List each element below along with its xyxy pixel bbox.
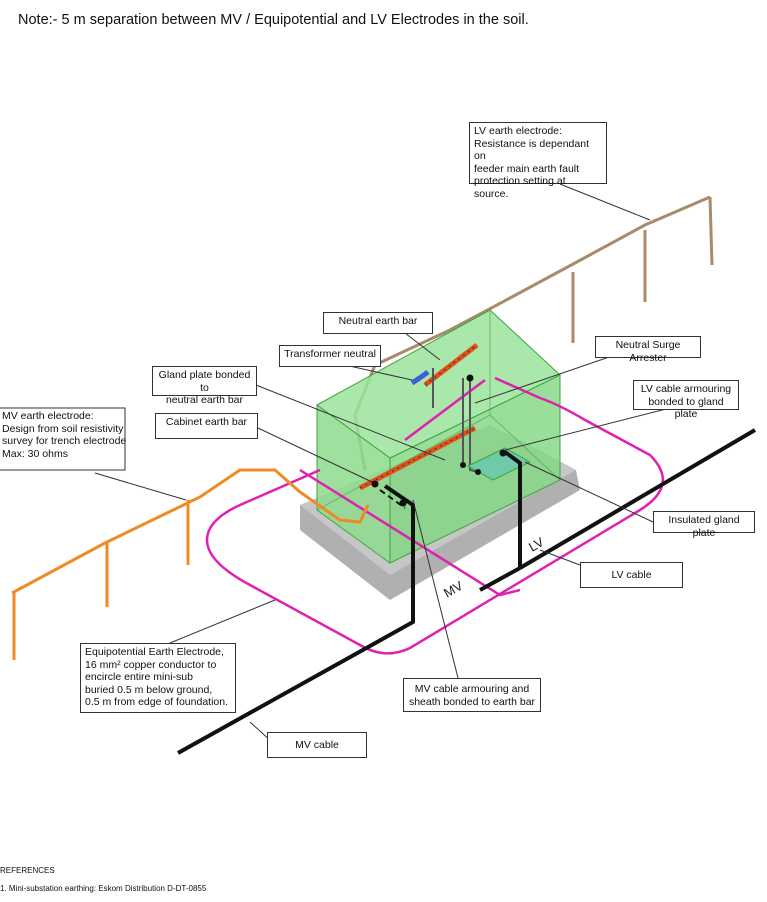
label-lv-cable: LV cable [580, 562, 683, 588]
transformer-neutral-conductor [410, 369, 430, 386]
leader-lines [94, 183, 671, 743]
label-mv-cable: MV cable [267, 732, 367, 758]
references: REFERENCES 1. Mini-substation earthing: … [0, 857, 206, 902]
transformer-cabinet [316, 309, 561, 564]
references-heading: REFERENCES [0, 866, 55, 875]
equipotential-ring [205, 376, 665, 655]
lv-cable [479, 428, 757, 592]
label-gland-plate-bonded: Gland plate bonded to neutral earth bar [152, 366, 257, 406]
label-transformer-neutral: Transformer neutral [279, 345, 381, 367]
label-neutral-earth-bar: Neutral earth bar [323, 312, 433, 334]
separation-note: Note:- 5 m separation between MV / Equip… [18, 12, 529, 28]
connection-points [371, 374, 507, 507]
reference-item-1: 1. Mini-substation earthing: Eskom Distr… [0, 884, 207, 893]
mv-cable [177, 484, 415, 755]
cabinet-earth-bar [358, 425, 477, 491]
label-cabinet-earth-bar: Cabinet earth bar [155, 413, 258, 439]
label-mv-cable-armouring: MV cable armouring and sheath bonded to … [403, 678, 541, 712]
label-neutral-surge-arrester: Neutral Surge Arrester [595, 336, 701, 364]
label-equipotential-electrode: Equipotential Earth Electrode, 16 mm² co… [80, 643, 236, 713]
label-lv-earth-electrode: LV earth electrode: Resistance is depend… [469, 122, 607, 200]
mv-earth-electrode [11, 468, 370, 660]
insulated-gland-plate [466, 447, 532, 481]
label-lv-cable-armouring: LV cable armouring bonded to gland plate [633, 380, 739, 420]
label-mv-earth-electrode: MV earth electrode: Design from soil res… [2, 410, 127, 460]
label-insulated-gland-plate: Insulated gland plate [653, 511, 755, 539]
lv-cable-marking: LV [526, 534, 547, 555]
